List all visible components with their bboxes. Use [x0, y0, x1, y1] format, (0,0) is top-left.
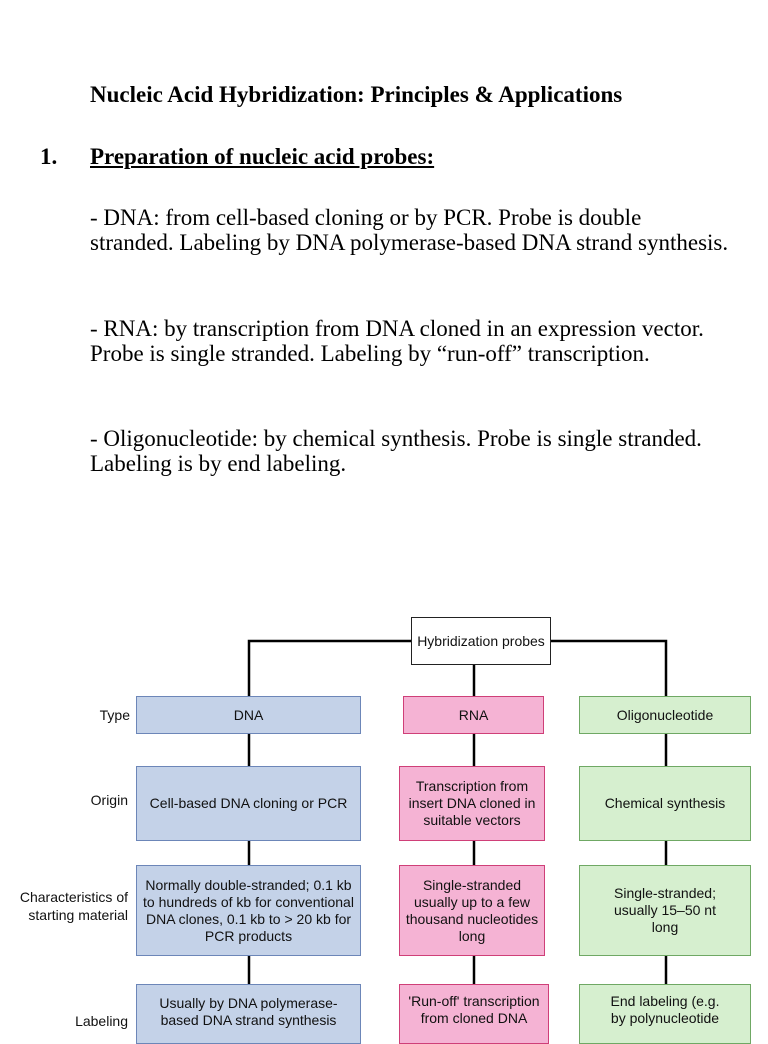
section-number: 1.	[40, 144, 58, 169]
paragraph-oligonucleotide: - Oligonucleotide: by chemical synthesis…	[90, 426, 702, 476]
paragraph-rna: - RNA: by transcription from DNA cloned …	[90, 316, 704, 366]
rna-labeling-box: 'Run-off' transcription from cloned DNA	[399, 984, 549, 1044]
dna-characteristics-box: Normally double-stranded; 0.1 kb to hund…	[136, 865, 361, 956]
row-label-type: Type	[99, 707, 130, 723]
dna-type-box: DNA	[136, 696, 361, 734]
row-label-origin: Origin	[90, 792, 128, 808]
page-title: Nucleic Acid Hybridization: Principles &…	[90, 82, 623, 107]
paragraph-dna: - DNA: from cell-based cloning or by PCR…	[90, 205, 729, 255]
rna-origin-box: Transcription from insert DNA cloned in …	[399, 766, 545, 841]
oligonucleotide-type-box: Oligonucleotide	[579, 696, 751, 734]
hybridization-probes-box: Hybridization probes	[411, 617, 551, 665]
row-label-labeling: Labeling	[75, 1013, 128, 1029]
rna-type-box: RNA	[403, 696, 544, 734]
oligonucleotide-labeling-box: End labeling (e.g. by polynucleotide	[579, 984, 751, 1044]
dna-labeling-box: Usually by DNA polymerase-based DNA stra…	[136, 984, 361, 1044]
oligonucleotide-origin-box: Chemical synthesis	[579, 766, 751, 841]
rna-characteristics-box: Single-stranded usually up to a few thou…	[399, 865, 545, 956]
hybridization-probes-diagram: Hybridization probes Type Origin Charact…	[0, 600, 768, 1044]
oligonucleotide-characteristics-box: Single-stranded; usually 15–50 nt long	[579, 865, 751, 956]
section-heading: Preparation of nucleic acid probes:	[90, 144, 435, 169]
row-label-characteristics: Characteristics of starting material	[19, 889, 128, 923]
dna-origin-box: Cell-based DNA cloning or PCR	[136, 766, 361, 841]
